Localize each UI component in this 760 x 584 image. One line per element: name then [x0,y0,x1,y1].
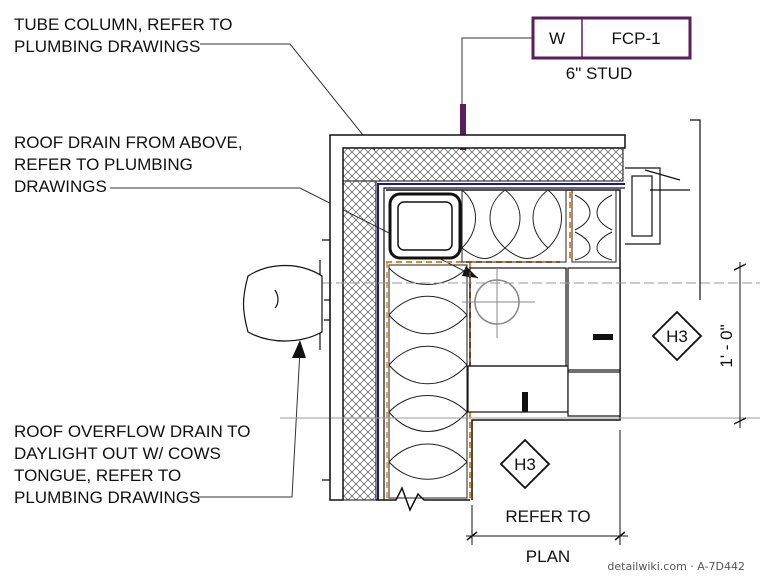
wall-tag-caption: 6" STUD [566,64,633,83]
note-tube-column: TUBE COLUMN, REFER TO PLUMBING DRAWINGS [14,15,233,56]
wall-tag-type: W [549,29,565,48]
overflow-scupper [242,264,323,342]
section-marker-stub [522,392,528,412]
section-tag-bottom: H3 [499,438,551,490]
watermark: detailwiki.com · A-7D442 [607,560,745,573]
note-line: ROOF OVERFLOW DRAIN TO [14,422,250,441]
wall-type-tag: W FCP-1 6" STUD [531,16,692,83]
note-line: PLUMBING DRAWINGS [14,488,200,507]
roof-edge-flashing [625,119,701,300]
stud-framing [467,267,621,417]
note-line: DAYLIGHT OUT W/ COWS [14,444,221,463]
wall-tag-leader [461,37,533,112]
section-tag-right: H3 [651,310,703,362]
drain-centerline [280,268,760,419]
note-line: PLUMBING DRAWINGS [14,37,200,56]
note-line: TONGUE, REFER TO [14,466,181,485]
batt-insulation [388,189,617,499]
note-line: ROOF DRAIN FROM ABOVE, [14,133,243,152]
section-tag-label: H3 [514,455,536,474]
note-line: DRAWINGS [14,177,107,196]
refer-note-line1: REFER TO [505,507,590,526]
dimension-label: 1' - 0" [717,324,736,367]
dimension-horizontal [466,430,628,545]
break-line [376,486,470,512]
wall-stud-marker [460,104,466,150]
waterproofing-line [377,183,625,500]
note-line: REFER TO PLUMBING [14,155,193,174]
section-marker-stub [593,334,613,340]
dimension-vertical [733,262,747,428]
roof-drain-body [388,192,462,260]
section-tag-label: H3 [666,327,688,346]
note-overflow-drain: ROOF OVERFLOW DRAIN TO DAYLIGHT OUT W/ C… [14,422,250,507]
note-line: TUBE COLUMN, REFER TO [14,15,233,34]
refer-note-line2: PLAN [526,547,570,566]
wall-tag-code: FCP-1 [611,29,660,48]
note-roof-drain: ROOF DRAIN FROM ABOVE, REFER TO PLUMBING… [14,133,243,196]
